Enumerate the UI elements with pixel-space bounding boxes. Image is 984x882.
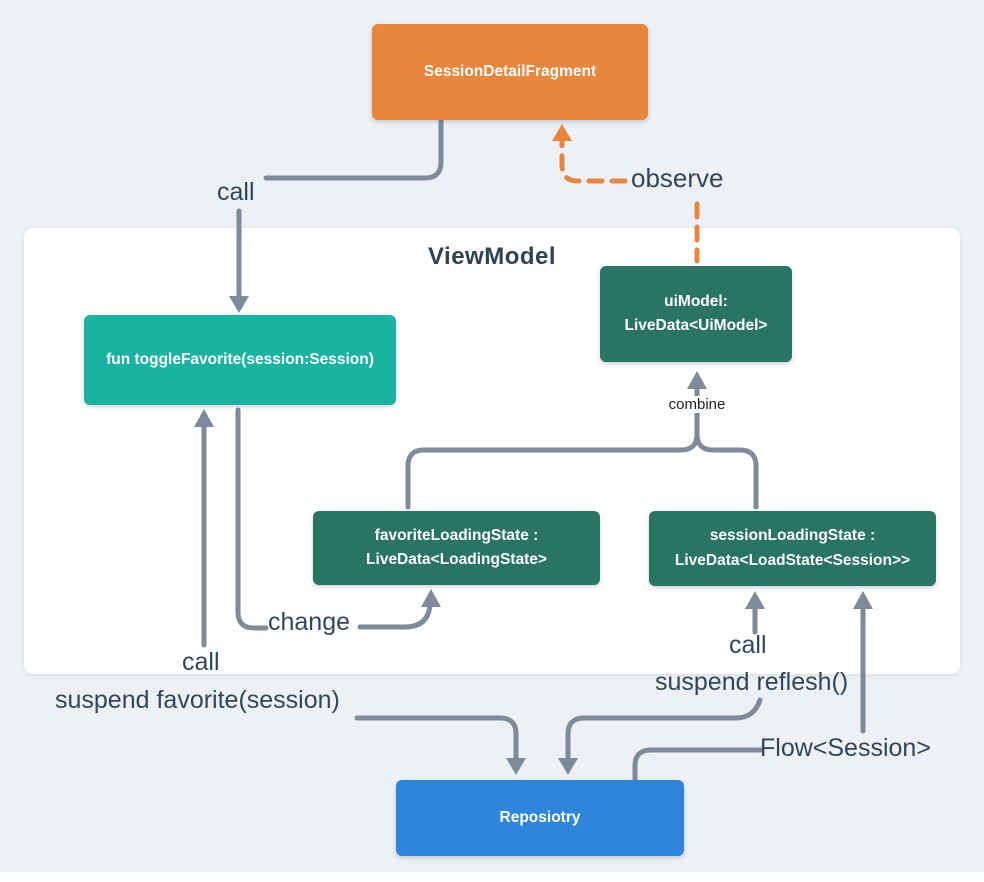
node-repository-label: Reposiotry: [499, 808, 581, 826]
label-observe: observe: [631, 163, 724, 193]
node-favorite-loading-state-line1: favoriteLoadingState :: [374, 526, 539, 544]
wire-combine-right: [694, 431, 759, 510]
arrowhead-into-repository-left: [506, 758, 526, 775]
label-call-left: call: [182, 648, 220, 676]
node-session-detail-fragment: SessionDetailFragment: [372, 24, 648, 120]
node-ui-model: uiModel: LiveData<UiModel>: [600, 266, 792, 362]
bottom-strip: [0, 872, 984, 882]
arrowhead-into-sessstate-right: [853, 591, 873, 609]
wire-reflesh-to-repository: [565, 697, 763, 761]
label-suspend-favorite: suspend favorite(session): [55, 686, 340, 714]
wire-repository-to-flow: [632, 747, 765, 782]
arrowhead-into-toggle-top: [229, 296, 249, 313]
arrowhead-into-repository-mid: [558, 758, 578, 775]
node-toggle-favorite: fun toggleFavorite(session:Session): [84, 315, 396, 405]
viewmodel-title: ViewModel: [427, 243, 557, 270]
node-session-loading-state-line1: sessionLoadingState :: [709, 527, 876, 545]
node-ui-model-line1: uiModel:: [664, 292, 728, 310]
label-flow-session: Flow<Session>: [760, 734, 931, 762]
node-session-loading-state-line2: LiveData<LoadState<Session>>: [674, 551, 911, 569]
node-repository: Reposiotry: [396, 780, 684, 856]
arrowhead-into-uimodel: [687, 371, 707, 389]
node-session-loading-state: sessionLoadingState : LiveData<LoadState…: [649, 511, 936, 586]
label-combine: combine: [664, 396, 730, 413]
wire-observe-to-fragment: [559, 137, 628, 184]
node-ui-model-line2: LiveData<UiModel>: [624, 317, 768, 334]
arrowhead-into-favstate: [421, 589, 441, 607]
wire-change-to-favstate: [357, 602, 433, 630]
wire-toggle-to-change: [235, 407, 269, 631]
node-toggle-favorite-label: fun toggleFavorite(session:Session): [106, 350, 374, 368]
arrowhead-into-toggle-bottom: [194, 409, 214, 427]
arrowhead-into-fragment: [552, 124, 572, 141]
label-call-top: call: [217, 178, 255, 206]
label-suspend-reflesh: suspend reflesh(): [655, 668, 849, 696]
label-change: change: [268, 608, 351, 636]
node-favorite-loading-state-line2: LiveData<LoadingState>: [366, 551, 547, 568]
node-session-detail-fragment-label: SessionDetailFragment: [423, 62, 597, 80]
wire-fragment-to-call: [263, 117, 444, 181]
node-favorite-loading-state: favoriteLoadingState : LiveData<LoadingS…: [313, 511, 600, 585]
label-call-right: call: [729, 631, 767, 659]
wire-favorite-to-repository: [354, 715, 519, 761]
arrowhead-into-sessstate-left: [745, 591, 765, 609]
wire-combine-left: [405, 431, 700, 510]
